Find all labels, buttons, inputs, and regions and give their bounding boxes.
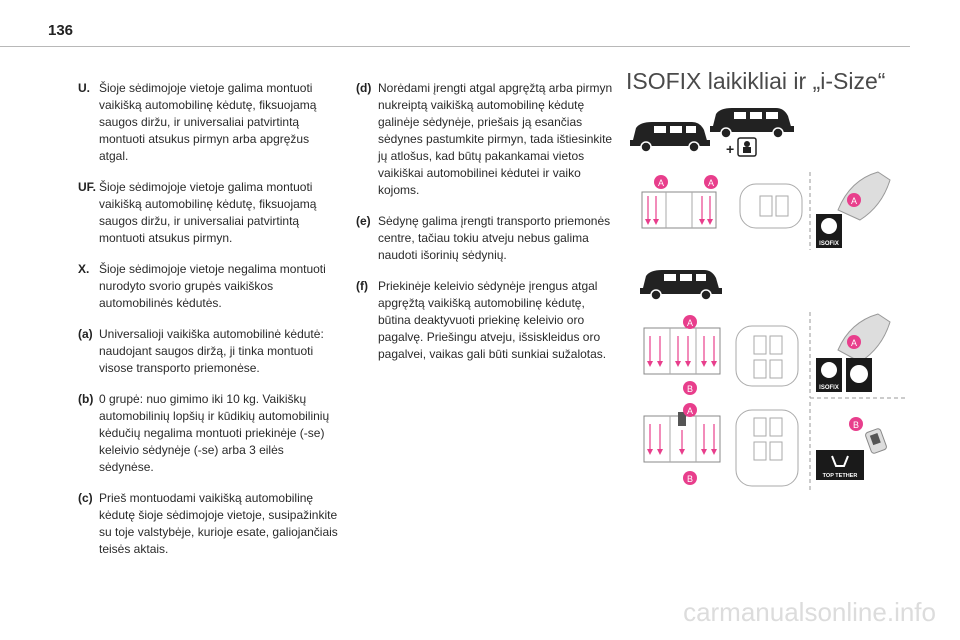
marker-a: A	[708, 178, 714, 188]
item-text: Šioje sėdimojoje vietoje negalima montuo…	[99, 262, 326, 310]
marker-a: A	[687, 406, 693, 416]
marker-b: B	[687, 474, 693, 484]
car-top-view	[739, 183, 803, 229]
marker-b: B	[687, 384, 693, 394]
isofix-label: ISOFIX	[819, 241, 839, 247]
list-item: (f) Priekinėje keleivio sėdynėje įrengus…	[356, 278, 618, 363]
list-item: (a) Universalioji vaikiška automobilinė …	[78, 326, 340, 377]
isofix-icon	[821, 362, 837, 378]
item-key: X.	[78, 262, 90, 276]
van-icon	[640, 270, 722, 301]
item-key: (e)	[356, 214, 371, 228]
marker-a: A	[851, 196, 857, 206]
item-key: (d)	[356, 81, 372, 95]
item-key: U.	[78, 81, 90, 95]
marker-a: A	[687, 318, 693, 328]
item-text: Universalioji vaikiška automobilinė kėdu…	[99, 327, 324, 375]
right-column: (d) Norėdami įrengti atgal apgręžtą arba…	[356, 80, 618, 377]
item-text: Šioje sėdimojoje vietoje galima montuoti…	[99, 180, 317, 245]
seat-closeup	[809, 312, 906, 399]
top-tether-label: TOP TETHER	[823, 473, 858, 479]
list-item: (b) 0 grupė: nuo gimimo iki 10 kg. Vaiki…	[78, 391, 340, 476]
item-text: Norėdami įrengti atgal apgręžtą arba pir…	[378, 81, 613, 197]
list-item: (e) Sėdynę galima įrengti transporto pri…	[356, 213, 618, 264]
list-item: U. Šioje sėdimojoje vietoje galima montu…	[78, 80, 340, 165]
rear-seat-diagram	[641, 191, 717, 229]
top-tether-closeup	[809, 402, 887, 490]
list-item: UF. Šioje sėdimojoje vietoje galima mont…	[78, 179, 340, 247]
item-text: Priekinėje keleivio sėdynėje įrengus atg…	[378, 279, 607, 361]
isofix-illustration: + A A A ISOFIX	[630, 108, 906, 490]
list-item: (c) Prieš montuodami vaikišką automobili…	[78, 490, 340, 558]
plus-sign: +	[726, 141, 734, 157]
isofix-icon	[821, 218, 837, 234]
anchor-icon	[831, 455, 849, 467]
item-text: Prieš montuodami vaikišką automobilinę k…	[99, 491, 338, 556]
header-rule	[0, 46, 910, 47]
van-icon	[710, 108, 794, 139]
page-number: 136	[48, 22, 74, 39]
item-key: UF.	[78, 180, 96, 194]
isofix-label: ISOFIX	[819, 385, 839, 391]
marker-b: B	[853, 420, 859, 430]
item-text: Šioje sėdimojoje vietoje galima montuoti…	[99, 81, 317, 163]
item-key: (a)	[78, 327, 93, 341]
seat-closeup	[809, 171, 891, 250]
list-item: X. Šioje sėdimojoje vietoje negalima mon…	[78, 261, 340, 312]
marker-a: A	[851, 338, 857, 348]
item-key: (c)	[78, 491, 93, 505]
section-title: ISOFIX laikikliai ir „i-Size“	[626, 68, 886, 94]
bench-seat-diagram	[643, 412, 721, 463]
item-key: (b)	[78, 392, 94, 406]
marker-a: A	[658, 178, 664, 188]
watermark: carmanualsonline.info	[683, 597, 936, 627]
item-text: Sėdynę galima įrengti transporto priemon…	[378, 214, 611, 262]
child-seat-icon	[737, 137, 757, 157]
car-top-view	[735, 325, 799, 387]
left-column: U. Šioje sėdimojoje vietoje galima montu…	[78, 80, 340, 572]
child-seat-icon	[850, 365, 868, 383]
item-key: (f)	[356, 279, 368, 293]
item-text: 0 grupė: nuo gimimo iki 10 kg. Vaikiškų …	[99, 392, 330, 474]
car-top-view	[735, 409, 799, 487]
van-icon	[630, 122, 710, 153]
bench-seat-diagram	[643, 327, 721, 375]
list-item: (d) Norėdami įrengti atgal apgręžtą arba…	[356, 80, 618, 199]
